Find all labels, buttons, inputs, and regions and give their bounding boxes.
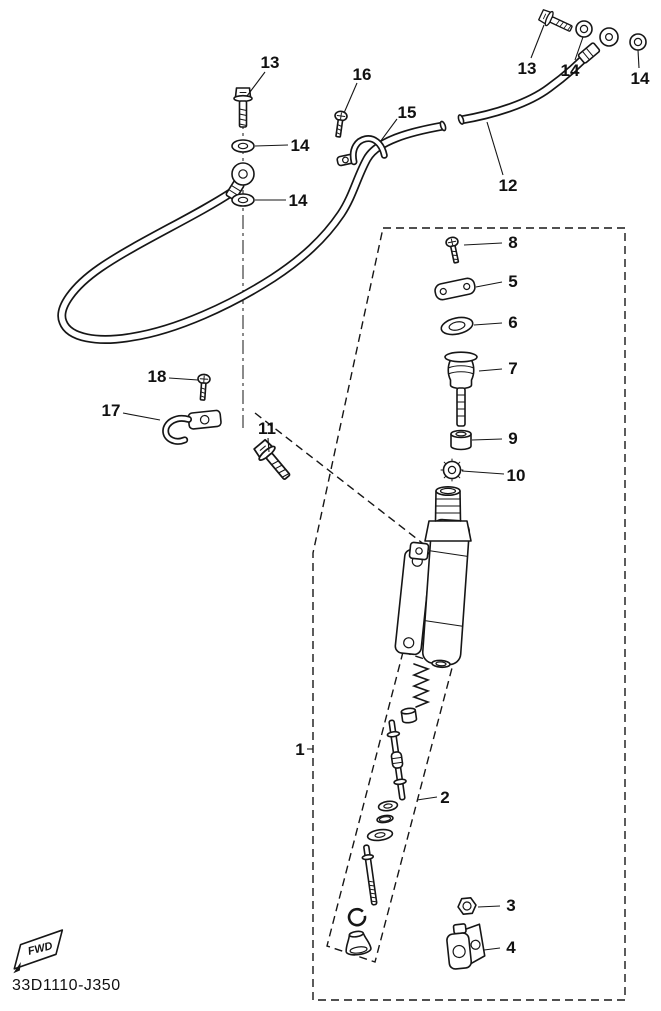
leader-line [463, 242, 503, 246]
callout-4: 4 [506, 938, 516, 957]
callout-1: 1 [295, 740, 304, 759]
leader-line [416, 796, 438, 801]
hose-cut-end [457, 114, 465, 125]
part-bolt-11 [251, 437, 296, 485]
leader-line [246, 71, 266, 97]
hose-crimp-fitting [577, 42, 601, 64]
callout-13: 13 [518, 59, 537, 78]
part-clevis-joint-4 [446, 923, 486, 970]
assembly-group-box [312, 227, 626, 1001]
leader-line [486, 121, 504, 176]
callout-14: 14 [561, 61, 580, 80]
callout-9: 9 [508, 429, 517, 448]
diagram-part-code: 33D1110-J350 [12, 977, 121, 994]
leader-line [530, 24, 545, 59]
part-screw-8 [444, 235, 464, 265]
leader-lines [122, 24, 640, 951]
part-washer-14 [231, 193, 255, 207]
callout-13: 13 [261, 53, 280, 72]
part-cap-plate-5 [434, 277, 476, 301]
leader-line [473, 322, 503, 326]
callout-2: 2 [440, 788, 449, 807]
callout-10: 10 [507, 466, 526, 485]
callout-12: 12 [499, 176, 518, 195]
callout-8: 8 [508, 233, 517, 252]
leader-line [478, 368, 503, 372]
leader-line [483, 947, 501, 951]
part-seal [377, 800, 399, 812]
leader-line [477, 905, 501, 908]
leader-line [122, 412, 161, 421]
leader-line [574, 36, 584, 61]
callout-11: 11 [258, 419, 276, 438]
part-washer [376, 814, 394, 824]
part-hose-clamp-15 [336, 135, 388, 167]
part-push-rod [361, 844, 378, 906]
part-diaphragm-7 [444, 351, 478, 427]
callout-16: 16 [353, 65, 372, 84]
callout-labels: 13 16 15 13 14 14 14 12 14 8 5 6 7 9 10 … [102, 53, 650, 957]
fwd-label: FWD [27, 940, 54, 958]
leader-line [379, 118, 398, 143]
piston-kit-box [326, 651, 453, 963]
callout-14: 14 [289, 191, 308, 210]
part-nut-3 [457, 896, 477, 916]
part-float-cup-9 [450, 429, 472, 451]
part-piston-kit [345, 663, 431, 956]
leader-line [168, 377, 199, 381]
part-spring [411, 663, 431, 708]
callout-15: 15 [398, 103, 417, 122]
part-lock-ring-10 [440, 458, 464, 482]
leader-line [343, 82, 358, 114]
leader-line [637, 49, 640, 69]
callout-14: 14 [631, 69, 650, 88]
part-washer-14 [575, 20, 593, 38]
hose-to-cylinder-line [254, 412, 431, 550]
callout-18: 18 [148, 367, 167, 386]
part-master-cylinder-body [394, 485, 472, 669]
callout-3: 3 [506, 896, 515, 915]
part-diaphragm-plate-6 [440, 316, 474, 336]
hose-cut-end [439, 120, 447, 132]
part-piston [386, 719, 407, 801]
callout-7: 7 [508, 359, 517, 378]
callout-5: 5 [508, 272, 517, 291]
part-washer-14 [629, 33, 647, 51]
part-union-bolt-13 [537, 7, 576, 37]
callout-6: 6 [508, 313, 517, 332]
part-clamp-stay-17 [162, 409, 222, 445]
part-boot [345, 930, 372, 956]
leader-line [254, 144, 289, 147]
leader-line [471, 438, 503, 441]
part-washer-14 [231, 139, 255, 153]
callout-17: 17 [102, 401, 121, 420]
part-snap-ring [347, 907, 367, 927]
leader-line [461, 470, 505, 475]
fwd-flag: FWD [13, 929, 64, 974]
leader-line [475, 281, 503, 288]
leader-line [267, 437, 270, 453]
part-brake-hose [57, 27, 619, 344]
part-screw-18 [195, 373, 212, 402]
part-plate-washer [366, 828, 394, 842]
callout-14: 14 [291, 136, 310, 155]
part-screw-16 [331, 109, 349, 139]
part-spring-seat [400, 707, 418, 724]
